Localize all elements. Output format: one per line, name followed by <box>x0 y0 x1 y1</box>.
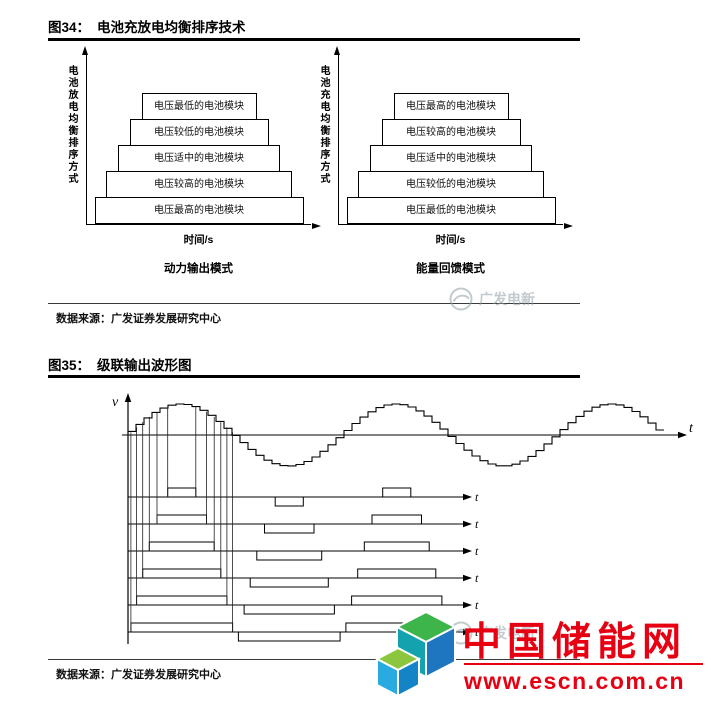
pyramid-bar: 电压较低的电池模块 <box>129 119 269 146</box>
gf-watermark: 广发电新 <box>448 286 535 312</box>
charge-module-stack: 电压最高的电池模块 电压较高的电池模块 电压适中的电池模块 电压较低的电池模块 … <box>339 93 563 224</box>
escn-logo-rule <box>464 663 703 665</box>
x-axis-arrow-icon <box>564 223 573 229</box>
figure34-title: 电池充放电均衡排序技术 <box>97 20 246 35</box>
pyramid-bar: 电压较高的电池模块 <box>381 119 521 146</box>
x-axis-arrow-icon <box>312 223 321 229</box>
figure34-source: 数据来源：广发证券发展研究中心 <box>56 313 221 325</box>
svg-text:v: v <box>112 395 119 410</box>
figure34-source-rule <box>48 303 580 304</box>
figure34-caption: 图34： 电池充放电均衡排序技术 <box>48 16 246 36</box>
y-axis-arrow-icon <box>334 46 340 55</box>
discharge-mode-label: 动力输出模式 <box>164 263 233 275</box>
charge-y-axis-label: 电池充电均衡排序方式 <box>318 65 329 185</box>
figure34-title-rule <box>48 38 580 41</box>
pyramid-bar: 电压最高的电池模块 <box>94 197 304 224</box>
figure35-title: 级联输出波形图 <box>97 358 192 373</box>
discharge-x-axis-label: 时间/s <box>183 234 214 246</box>
discharge-sorting-chart: 电池放电均衡排序方式 电压最低的电池模块 电压较低的电池模块 电压适中的电池模块… <box>58 46 323 287</box>
svg-text:t: t <box>475 625 479 639</box>
discharge-module-stack: 电压最低的电池模块 电压较低的电池模块 电压适中的电池模块 电压较高的电池模块 … <box>87 93 311 224</box>
figure35-caption: 图35： 级联输出波形图 <box>48 354 192 374</box>
svg-text:t: t <box>475 571 479 585</box>
charge-sorting-chart: 电池充电均衡排序方式 电压最高的电池模块 电压较高的电池模块 电压适中的电池模块… <box>310 46 575 287</box>
pyramid-bar: 电压较低的电池模块 <box>358 171 544 198</box>
escn-site-url[interactable]: www.escn.com.cn <box>464 668 686 694</box>
pyramid-bar: 电压最低的电池模块 <box>346 197 556 224</box>
figure35-label: 图35： <box>48 358 91 373</box>
pyramid-bar: 电压适中的电池模块 <box>370 145 532 172</box>
svg-text:t: t <box>475 544 479 558</box>
svg-text:t: t <box>689 421 694 436</box>
figure35-source: 数据来源：广发证券发展研究中心 <box>56 669 221 681</box>
svg-text:t: t <box>475 490 479 504</box>
charge-plot-area: 电压最高的电池模块 电压较高的电池模块 电压适中的电池模块 电压较低的电池模块 … <box>334 46 573 229</box>
watermark-text: 广发电新 <box>479 291 535 307</box>
gf-logo-icon <box>449 287 473 311</box>
pyramid-bar: 电压最低的电池模块 <box>141 93 257 120</box>
figure35-source-rule <box>48 659 580 660</box>
figure34-label: 图34： <box>48 20 91 35</box>
charge-mode-label: 能量回馈模式 <box>416 263 485 275</box>
pyramid-bar: 电压最高的电池模块 <box>393 93 509 120</box>
pyramid-bar: 电压较高的电池模块 <box>106 171 292 198</box>
discharge-y-axis-label: 电池放电均衡排序方式 <box>66 65 77 185</box>
svg-text:t: t <box>475 598 479 612</box>
charge-x-axis-label: 时间/s <box>435 234 466 246</box>
escn-cube-logo <box>374 610 458 698</box>
svg-text:t: t <box>475 517 479 531</box>
escn-site-name: 中国储能网 <box>462 621 688 664</box>
figure35-title-rule <box>48 375 580 378</box>
y-axis-arrow-icon <box>82 46 88 55</box>
discharge-plot-area: 电压最低的电池模块 电压较低的电池模块 电压适中的电池模块 电压较高的电池模块 … <box>82 46 321 229</box>
pyramid-bar: 电压适中的电池模块 <box>118 145 280 172</box>
watermark-text: 广发电新 <box>479 625 535 641</box>
